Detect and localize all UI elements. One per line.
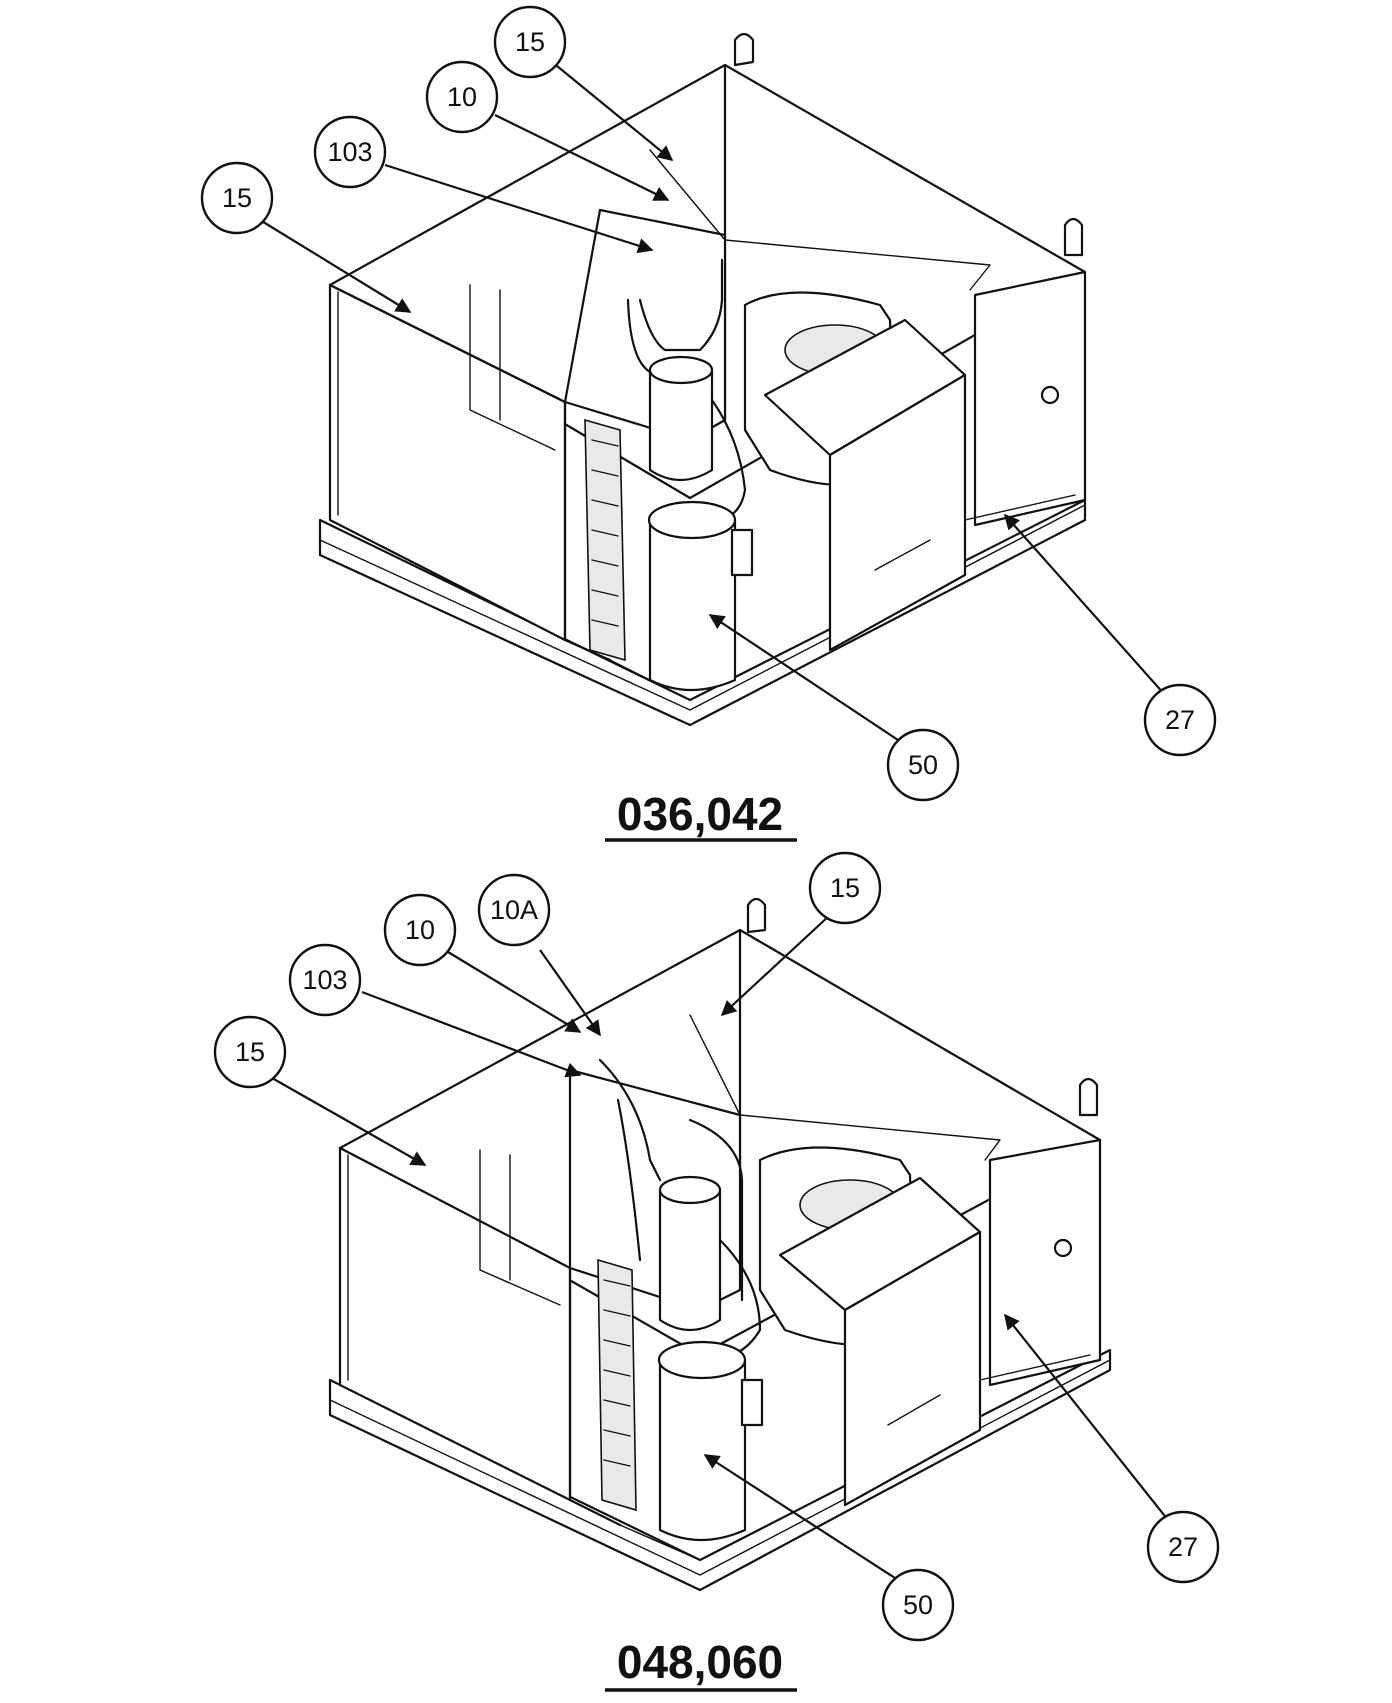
lifting-lug bbox=[1078, 1077, 1099, 1117]
lifting-lug bbox=[733, 32, 755, 67]
callout-label: 50 bbox=[908, 750, 938, 780]
callout-label: 10 bbox=[447, 82, 477, 112]
callout-label: 10A bbox=[490, 895, 538, 925]
coil bbox=[584, 418, 626, 662]
hole bbox=[1040, 385, 1060, 405]
right-side-panel bbox=[988, 1138, 1102, 1387]
unit-048-060-callouts: 10 10A 15 103 15 27 50 bbox=[213, 851, 1220, 1642]
accumulator bbox=[658, 1188, 722, 1331]
unit-036-042-drawing bbox=[318, 32, 1087, 727]
callout-circle bbox=[1143, 683, 1217, 757]
model-number-label: 036,042 bbox=[617, 788, 783, 840]
lifting-lug bbox=[1063, 217, 1084, 257]
callout-circle bbox=[200, 161, 274, 235]
callout-circle bbox=[213, 1015, 287, 1089]
control-box-front bbox=[828, 373, 967, 652]
model-number-label: 048,060 bbox=[617, 1636, 783, 1688]
right-side-panel bbox=[973, 270, 1087, 527]
callout-label: 15 bbox=[830, 873, 860, 903]
callout-circle bbox=[1146, 1510, 1220, 1584]
callout-label: 27 bbox=[1165, 705, 1195, 735]
callout-label: 15 bbox=[222, 183, 252, 213]
callout-circle bbox=[288, 943, 362, 1017]
callout-circle bbox=[808, 851, 882, 925]
coil bbox=[597, 1258, 637, 1512]
callout-label: 15 bbox=[515, 27, 545, 57]
unit-036-042-callouts: 15 10 103 15 27 50 bbox=[200, 5, 1217, 802]
hole bbox=[1053, 1238, 1073, 1258]
compressor bbox=[658, 1358, 747, 1542]
terminal-box bbox=[730, 528, 754, 577]
compressor bbox=[648, 518, 737, 692]
callout-circle bbox=[425, 60, 499, 134]
callout-label: 103 bbox=[327, 137, 372, 167]
terminal-box bbox=[740, 1378, 764, 1427]
callout-label: 15 bbox=[235, 1037, 265, 1067]
model-label-top: 036,042 bbox=[605, 788, 797, 842]
control-box-front bbox=[843, 1230, 982, 1507]
callout-label: 27 bbox=[1168, 1532, 1198, 1562]
callout-circle bbox=[886, 728, 960, 802]
unit-048-060-drawing bbox=[328, 897, 1112, 1592]
callout-label: 50 bbox=[903, 1590, 933, 1620]
callout-circle bbox=[313, 115, 387, 189]
accumulator bbox=[648, 368, 714, 481]
callout-label: 10 bbox=[405, 915, 435, 945]
callout-circle bbox=[383, 893, 457, 967]
callout-circle bbox=[493, 5, 567, 79]
callout-label: 103 bbox=[302, 965, 347, 995]
callout-circle bbox=[477, 873, 551, 947]
callout-circle bbox=[881, 1568, 955, 1642]
lifting-lug bbox=[746, 897, 767, 934]
model-label-bottom: 048,060 bbox=[605, 1636, 797, 1692]
